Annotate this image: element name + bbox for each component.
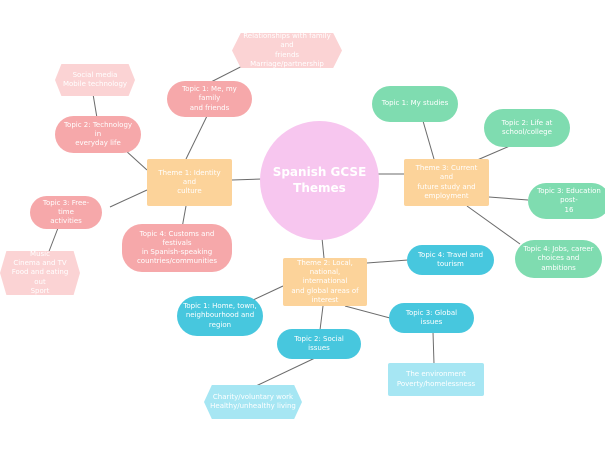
theme1-topic-3: Topic 3: Free-time activities	[30, 196, 102, 229]
theme2-topic-1: Topic 1: Home, town, neighbourhood and r…	[177, 296, 263, 336]
theme2-topic-2: Topic 2: Social issues	[277, 329, 361, 359]
theme2-topic-3-details: The environment Poverty/homelessness	[388, 363, 484, 396]
theme1-topic-2: Topic 2: Technology in everyday life	[55, 116, 141, 153]
theme2-topic-4: Topic 4: Travel and tourism	[407, 245, 494, 275]
central-topic: Spanish GCSE Themes	[260, 121, 379, 240]
theme1-topic-2-details: Social media Mobile technology	[55, 64, 135, 96]
theme1-topic-1-details: Relationships with family and friends Ma…	[232, 33, 342, 68]
theme-1-node: Theme 1: Identity and culture	[147, 159, 232, 206]
theme2-topic-3: Topic 3: Global issues	[389, 303, 474, 333]
theme1-topic-4: Topic 4: Customs and festivals in Spanis…	[122, 224, 232, 272]
theme3-topic-1: Topic 1: My studies	[372, 86, 458, 122]
theme3-topic-2: Topic 2: Life at school/college	[484, 109, 570, 147]
theme2-topic-2-details: Charity/voluntary work Healthy/unhealthy…	[204, 385, 302, 419]
theme3-topic-3: Topic 3: Education post- 16	[528, 183, 605, 219]
theme1-topic-3-details: Music Cinema and TV Food and eating out …	[0, 251, 80, 295]
theme-2-node: Theme 2: Local, national, international …	[283, 258, 367, 306]
theme3-topic-4: Topic 4: Jobs, career choices and ambiti…	[515, 240, 602, 278]
theme1-topic-1: Topic 1: Me, my family and friends	[167, 81, 252, 117]
theme-3-node: Theme 3: Current and future study and em…	[404, 159, 489, 206]
